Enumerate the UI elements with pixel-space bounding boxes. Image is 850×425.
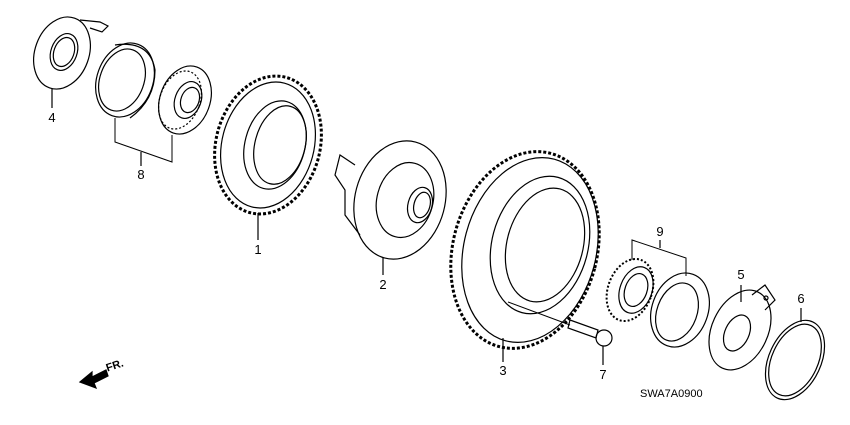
part-4-shim [33, 16, 110, 108]
front-direction-arrow-icon [78, 369, 109, 390]
part-2-carrier [334, 140, 447, 275]
callout-4: 4 [48, 110, 56, 125]
callout-9: 9 [656, 224, 664, 239]
part-9-bearing [605, 239, 710, 348]
callout-1: 1 [254, 242, 262, 257]
part-8-bearing [157, 65, 212, 135]
part-3-gear [449, 150, 601, 362]
diagram-code: SWA7A0900 [640, 388, 703, 400]
part-6-snapring [764, 308, 826, 401]
part-7-bolt [507, 301, 613, 365]
callout-5: 5 [737, 267, 745, 282]
callout-6: 6 [797, 291, 805, 306]
part-5-lockplate [708, 284, 776, 371]
part-1-gear [213, 74, 323, 240]
callout-3: 3 [499, 363, 507, 378]
callout-7: 7 [599, 367, 607, 382]
callout-8: 8 [137, 167, 145, 182]
part-8-race [95, 42, 156, 119]
callout-2: 2 [379, 277, 387, 292]
